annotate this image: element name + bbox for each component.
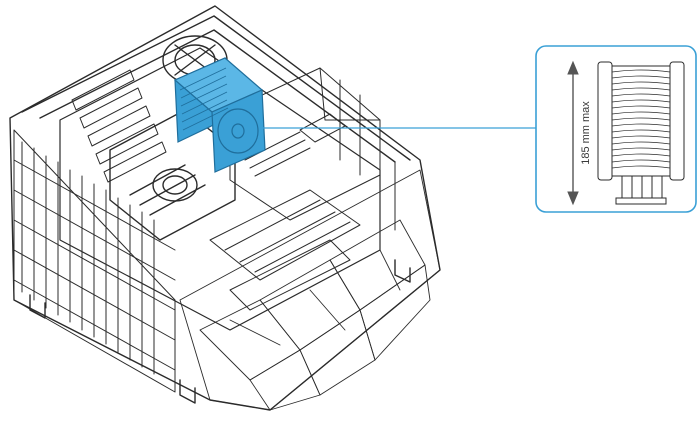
cooler-front-face — [211, 89, 266, 173]
side-fins — [611, 69, 671, 169]
pc-case-illustration — [9, 5, 441, 411]
callout-box: 185 mm max — [535, 45, 697, 213]
side-base-plate — [615, 197, 667, 205]
pcie-brackets — [71, 69, 167, 183]
callout-border — [535, 45, 697, 213]
interior-struts — [319, 67, 396, 231]
height-arrow — [567, 60, 579, 206]
cooler-fan-hub — [231, 123, 245, 139]
case-top-rim — [21, 15, 411, 161]
height-limit-label: 185 mm max — [580, 101, 592, 165]
side-heatpipes — [621, 176, 663, 198]
drive-tray — [209, 189, 361, 311]
side-fin-stack — [611, 65, 671, 177]
side-panel-pattern — [179, 169, 441, 411]
cpu-tower-cooler — [173, 57, 266, 173]
cooler-fan — [217, 108, 259, 154]
case-feet — [29, 259, 411, 404]
interior-frame — [59, 47, 381, 331]
cooler-fins — [179, 67, 229, 131]
front-mesh-panel — [13, 129, 176, 393]
cooler-side-view — [597, 61, 685, 205]
